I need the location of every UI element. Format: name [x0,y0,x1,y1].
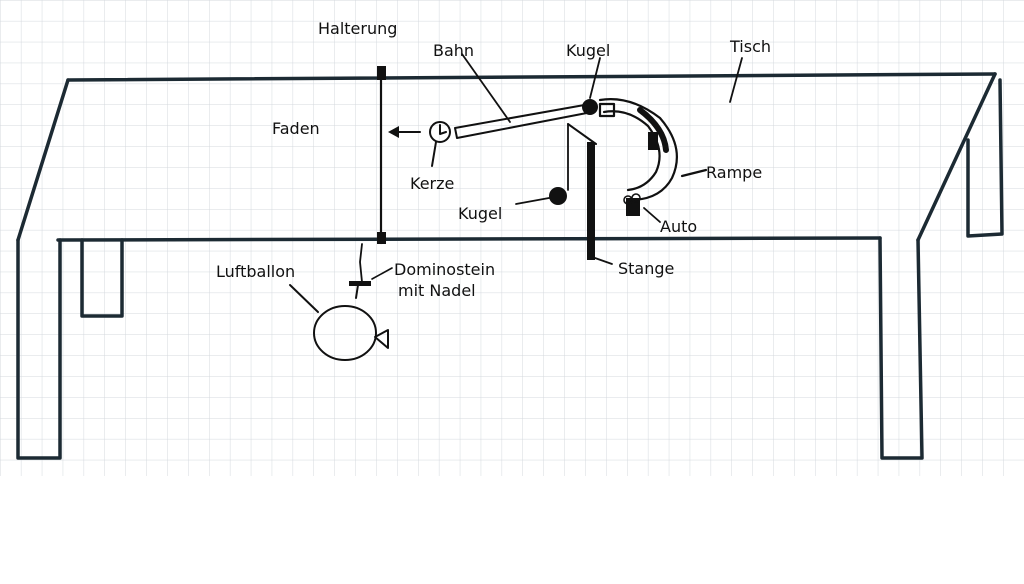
pole-pointer [594,257,613,265]
ball-on-track [582,57,601,115]
ramp [598,98,708,202]
ramp-outer [598,98,678,202]
table-top-right-side [916,72,997,242]
domino-block [349,281,371,286]
ball-top [582,99,598,115]
label-bahn: Bahn [433,41,474,60]
balloon-knot [374,329,389,349]
candle [429,121,451,167]
ball-hanging-pointer [515,197,550,205]
ramp-pointer [680,168,708,178]
ramp-band [637,107,669,153]
label-faden: Faden [272,119,320,138]
balloon-body [313,305,377,361]
table-top-left-side [16,78,70,242]
table-leg-front-right [878,236,924,460]
label-kugel-top: Kugel [566,41,610,60]
domino-pointer [371,267,393,280]
holder-bottom [377,232,386,244]
label-dominostein-1: Dominostein [394,260,495,279]
candle-wick [439,124,447,135]
balloon-pointer [289,284,319,313]
tisch-pointer [729,57,743,103]
label-dominostein-2: mit Nadel [398,281,476,300]
domino-with-needle [349,267,393,299]
domino-needle [355,284,359,299]
car [623,193,661,223]
label-stange: Stange [618,259,674,278]
balloon [289,284,389,361]
table-leg-back-left [80,238,124,318]
thread-assembly [359,66,421,283]
candle-pointer [431,141,437,167]
label-luftballon: Luftballon [216,262,295,281]
holder-top [377,66,386,80]
label-tisch: Tisch [729,37,771,56]
track-pointer [461,53,511,123]
pole [567,123,613,265]
candle-circle [429,121,451,143]
label-kerze: Kerze [410,174,454,193]
ramp-inner [602,110,661,192]
ramp-clip [648,132,658,150]
pole-bar [587,142,595,260]
hanging-ball [515,123,569,205]
label-rampe: Rampe [706,163,762,182]
ball-hanging [549,187,567,205]
table-top-front-edge [56,236,882,242]
table [16,72,1004,460]
thread-below-table [359,243,363,283]
table-top-back-edge [66,72,997,82]
ramp-top-block [598,102,616,118]
table-leg-back-right [966,78,1004,238]
flame-arrow-head [388,126,399,138]
table-leg-front-left [16,238,62,460]
car-pointer [643,207,661,223]
label-halterung: Halterung [318,19,397,38]
car-wheel-2 [631,193,641,203]
label-auto: Auto [660,217,697,236]
label-kugel-left: Kugel [458,204,502,223]
pole-top-arm [567,123,597,145]
ball-top-pointer [589,57,601,99]
